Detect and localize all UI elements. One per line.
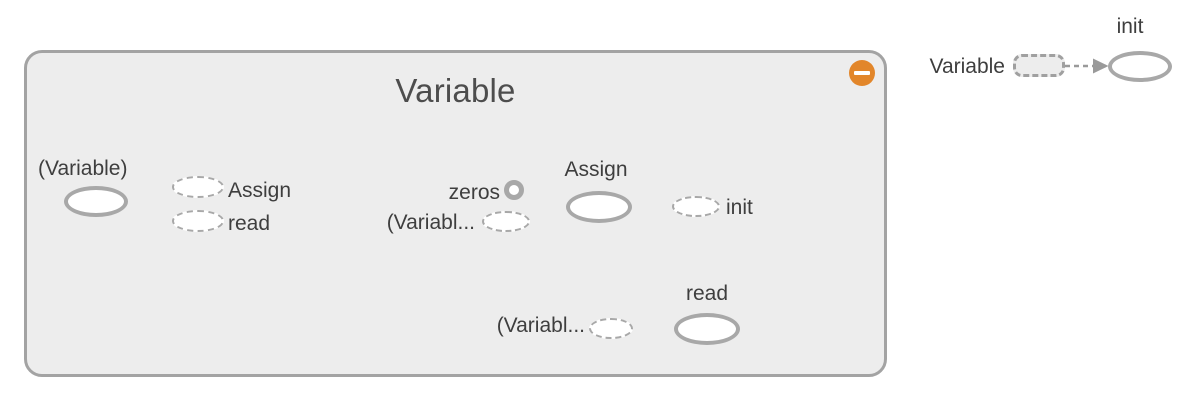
node-init-op[interactable] bbox=[1108, 51, 1172, 82]
node-zeros-const[interactable] bbox=[504, 180, 524, 200]
node-assign-ref[interactable] bbox=[172, 176, 224, 198]
node-init-ref[interactable] bbox=[672, 196, 720, 217]
row3-input-label: (Variabl... bbox=[496, 314, 585, 337]
group-title: Variable bbox=[395, 72, 516, 109]
row2-input-label: (Variabl... bbox=[386, 211, 475, 234]
group-container-variable[interactable] bbox=[24, 50, 887, 377]
node-variable-input-assign[interactable] bbox=[482, 211, 530, 232]
collapsed-init-label: init bbox=[1116, 15, 1144, 38]
row2-assign-title: Assign bbox=[564, 158, 628, 181]
row3-read-title: read bbox=[685, 282, 729, 305]
row2-zeros-label: zeros bbox=[448, 181, 500, 204]
node-collapsed-variable-group[interactable] bbox=[1013, 54, 1065, 77]
node-read-ref[interactable] bbox=[172, 210, 224, 232]
node-variable-input-read[interactable] bbox=[589, 318, 633, 339]
minus-circle-icon[interactable] bbox=[849, 60, 875, 86]
row2-init-label: init bbox=[726, 196, 753, 219]
minus-bar bbox=[854, 71, 870, 75]
collapsed-group-label: Variable bbox=[929, 55, 1006, 78]
node-read-op[interactable] bbox=[674, 313, 740, 345]
row1-source-label: (Variable) bbox=[38, 157, 128, 180]
node-variable-op[interactable] bbox=[64, 186, 128, 217]
row1-assign-label: Assign bbox=[228, 179, 292, 202]
node-assign-op[interactable] bbox=[566, 191, 632, 223]
row1-read-label: read bbox=[228, 212, 271, 235]
